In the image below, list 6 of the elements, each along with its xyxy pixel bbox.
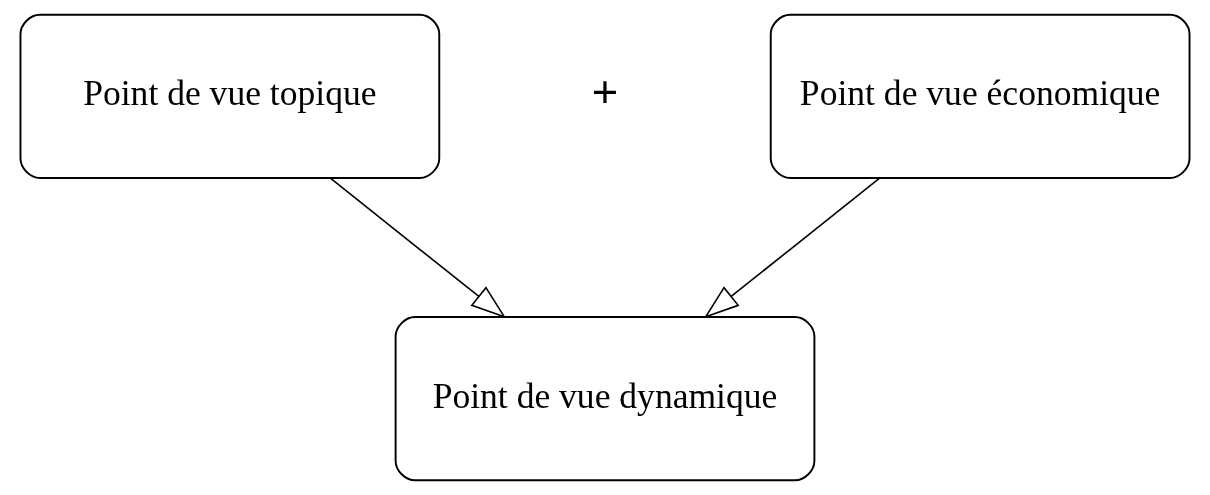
node-box: Point de vue dynamique (394, 316, 816, 482)
arrow (703, 177, 881, 319)
label: + (591, 66, 619, 118)
node-box: Point de vue topique (19, 13, 441, 179)
arrow (329, 177, 507, 319)
node-box: Point de vue économique (769, 13, 1191, 179)
